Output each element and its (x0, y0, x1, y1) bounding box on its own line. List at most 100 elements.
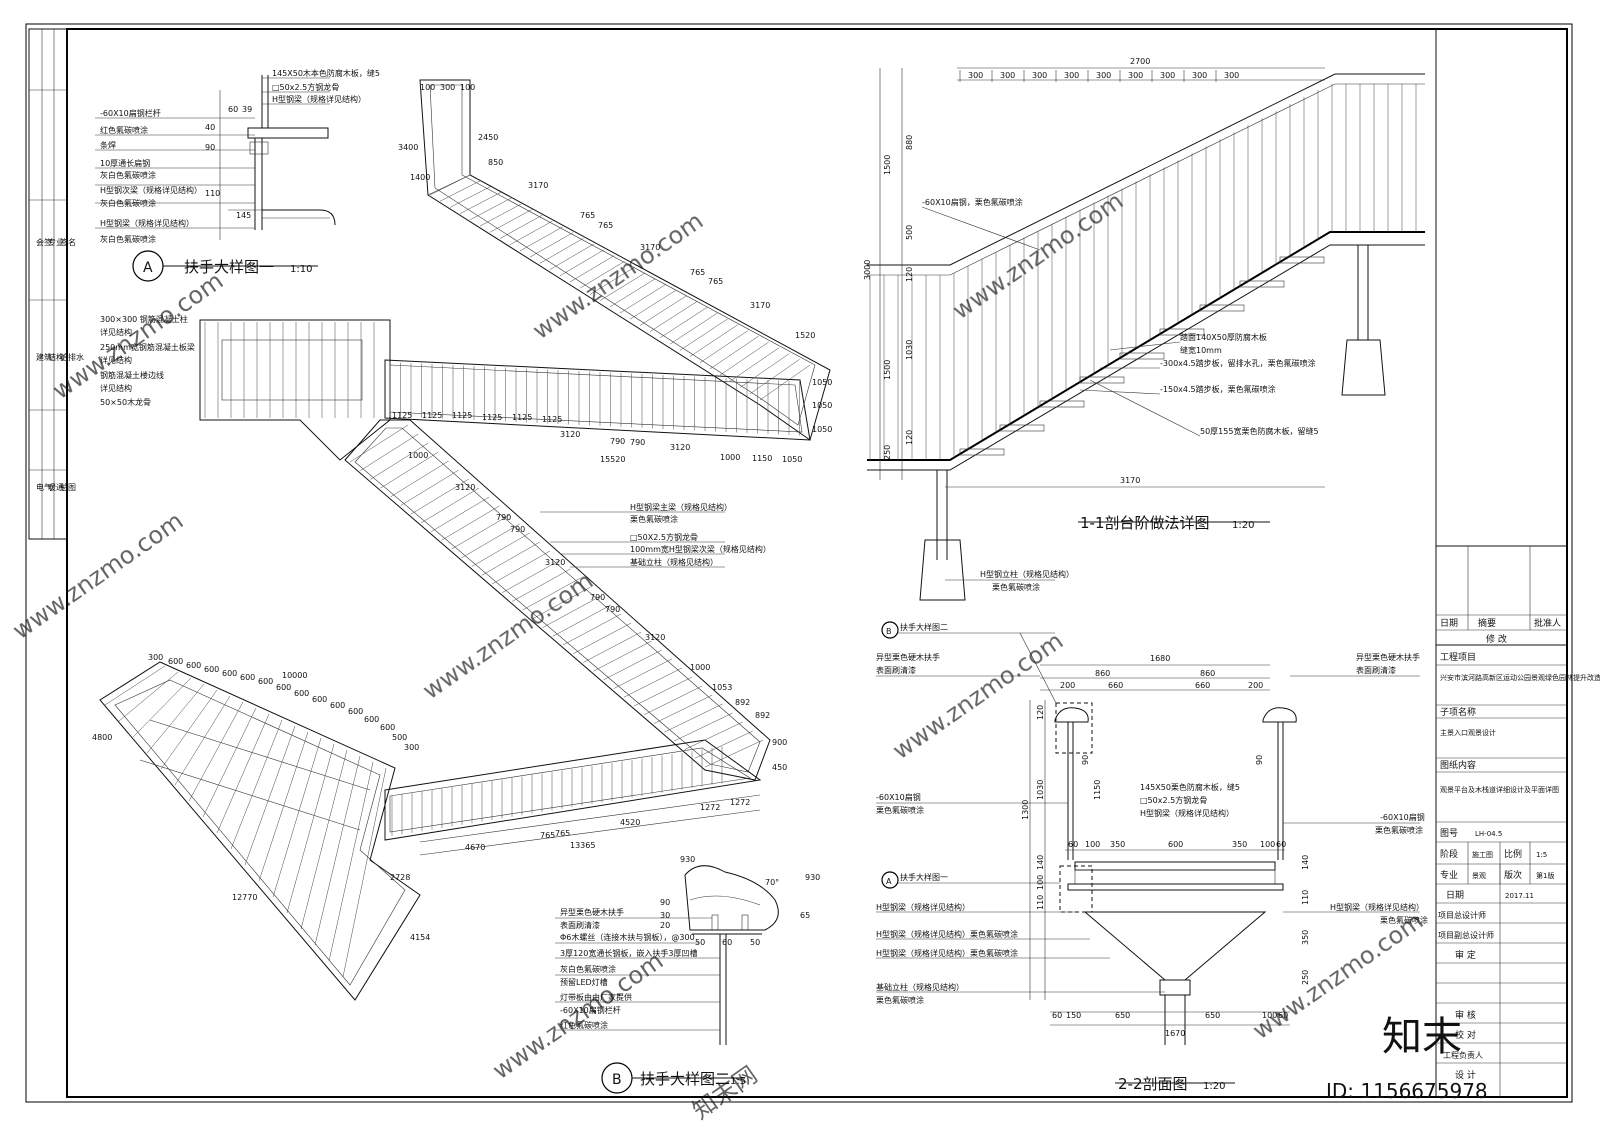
plan-joist-upper (659, 307, 708, 339)
detail-b-drawing (555, 865, 779, 1045)
plan-beam-note-3: 100mm宽H型钢梁次梁（规格见结构） (630, 544, 771, 554)
plan-joist-diagonal (370, 442, 429, 480)
watermarks: www.znzmo.com www.znzmo.com www.znzmo.co… (7, 187, 1428, 1125)
plan-joist-diagonal (380, 451, 439, 489)
plan-joist-upper (439, 180, 481, 202)
detail-b-scale: 1:5 (730, 1076, 746, 1087)
detail-b-note-6: 灯带板由由厂家提供 (560, 992, 632, 1002)
plan-joist-viewing (286, 743, 335, 914)
s11-top-step-dim: 300 (1160, 71, 1175, 80)
s11-note-4: -150x4.5踏步板，栗色氟碳喷涂 (1160, 384, 1276, 394)
s11-title: 1-1剖台阶做法详图 (1080, 514, 1210, 532)
plan-joist-upper (679, 318, 728, 351)
strip-label-7: 暖通 (48, 482, 64, 492)
s22-ldim-2: 1150 (1093, 780, 1102, 800)
detail-a-dim-3: 90 (205, 143, 215, 152)
s11-ldim-7: 250 (883, 445, 892, 460)
detail-a-note-3: 10厚通长扁钢 (100, 158, 150, 168)
s22-mid-5: 100 (1260, 840, 1275, 849)
plan-dim-bot-2: 765 (555, 829, 570, 838)
s22-bot-2: 650 (1115, 1011, 1130, 1020)
tb-scale: 1:5 (1536, 851, 1547, 859)
plan-platform-note-3: 详见结构 (100, 355, 132, 365)
strip-label-6: 电气 (36, 482, 52, 492)
tb-discipline-label: 专业 (1440, 869, 1458, 881)
detail-b-note-1: 表面刷清漆 (560, 920, 600, 930)
tb-drawing-no-label: 图号 (1440, 828, 1458, 839)
s22-lnote-3: 栗色氟碳喷涂 (876, 805, 924, 815)
s22-bot-1: 150 (1066, 1011, 1081, 1020)
s22-rnote-2: -60X10扁钢 (1380, 812, 1425, 822)
detail-b-dim-2: 50 (750, 938, 760, 947)
plan-joist-upper (569, 255, 615, 283)
plan-joist-upper (629, 289, 677, 320)
detail-b-note-7: -60X10扁钢栏杆 (560, 1005, 621, 1015)
s11-ldim-4: 3000 (863, 260, 872, 280)
tb-signoff-2: 审 定 (1455, 949, 1476, 961)
plan-dim-diag-4: 3120 (545, 558, 565, 567)
tb-date-label: 日期 (1446, 890, 1464, 901)
plan-dim-bot-6: 13365 (570, 841, 595, 850)
plan-dim-view-1: 600 (168, 657, 183, 666)
plan-walkway-diagonal (344, 419, 771, 781)
plan-platform-note-4: 钢筋混凝土楼边线 (100, 370, 164, 380)
s11-ldim-8: 120 (905, 430, 914, 445)
s22-lnote-5: H型钢梁（规格详见结构）栗色氟碳喷涂 (876, 929, 1018, 939)
plan-dim-top-17: 1050 (812, 425, 832, 434)
plan-dim-view-20: 4154 (410, 933, 430, 942)
tb-signoff-1: 项目副总设计师 (1438, 930, 1494, 940)
detail-a-note-1: 红色氟碳喷涂 (100, 125, 148, 135)
s22-bottom-total: 1670 (1165, 1029, 1185, 1038)
tb-stage: 施工图 (1472, 850, 1493, 859)
plan-dim-mid-8: 790 (630, 438, 645, 447)
plan-joist-viewing (300, 749, 348, 930)
s22-ldim-3: 120 (1036, 705, 1045, 720)
s22-lnote-6: H型钢梁（规格详见结构）栗色氟碳喷涂 (876, 948, 1018, 958)
s11-note-6: H型钢立柱（规格见结构） (980, 569, 1074, 579)
plan-dim-mid-5: 1125 (542, 415, 562, 424)
plan-joist-diagonal (532, 586, 591, 620)
plan-joist-diagonal (451, 514, 510, 550)
plan-dim-diag-11: 892 (755, 711, 770, 720)
detail-b-dim-6: 65 (800, 911, 810, 920)
s11-note-5: 50厚155宽栗色防腐木板，留缝5 (1200, 426, 1319, 436)
plan-joist-viewing (328, 761, 374, 962)
plan-dim-top-3: 3400 (398, 143, 418, 152)
s22-lnote-4: H型钢梁（规格详见结构） (876, 902, 970, 912)
plan-joist-diagonal (542, 595, 601, 628)
detail-a-title: 扶手大样图一 (184, 258, 274, 276)
detail-a: -60X10扁钢栏杆 红色氟碳喷涂 条焊 10厚通长扁钢 灰白色氟碳喷涂 H型钢… (95, 68, 380, 282)
plan-dim-diag-10: 892 (735, 698, 750, 707)
s11-top-step-dim: 300 (1224, 71, 1239, 80)
plan-dim-mid-12: 1050 (782, 455, 802, 464)
plan-joist-diagonal (360, 433, 419, 471)
s11-tread (1199, 304, 1245, 312)
s22-ldim-9: 110 (1036, 895, 1045, 910)
plan-joist-viewing (146, 683, 205, 754)
detail-b-note-8: 红色氟碳喷涂 (560, 1020, 608, 1030)
plan-platform-note-6: 50×50木龙骨 (100, 397, 151, 407)
plan-joist-diagonal (704, 739, 764, 768)
plan-dim-diag-6: 790 (605, 605, 620, 614)
plan-dim-mid-0: 1125 (392, 411, 412, 420)
detail-a-note-8: 灰白色氟碳喷涂 (100, 234, 156, 244)
s22-top-half-0: 860 (1095, 669, 1110, 678)
tb-signoff-3: 审 核 (1455, 1009, 1476, 1021)
plan-beam-note-2: □50X2.5方钢龙骨 (630, 532, 698, 542)
s11-top-step-dim: 300 (1192, 71, 1207, 80)
strip-label-8: 总图 (60, 482, 76, 492)
s22-title: 2-2剖面图 (1118, 1075, 1188, 1093)
plan-joist-diagonal (441, 505, 500, 541)
s11-note-3: -300x4.5踏步板，留排水孔，栗色氟碳喷涂 (1160, 358, 1316, 368)
s22-rnote-1: 表面刷清漆 (1356, 665, 1396, 675)
plan-dim-diag-3: 790 (510, 525, 525, 534)
s11-top-step-dim: 300 (1128, 71, 1143, 80)
detail-a-rnote-1: □50x2.5方钢龙骨 (272, 82, 339, 92)
plan-joist-upper (459, 192, 502, 214)
plan-dim-mid-4: 1125 (512, 413, 532, 422)
plan-joist-viewing (244, 725, 296, 866)
plan-dim-view-11: 600 (348, 707, 363, 716)
plan-beam-note-0: H型钢梁主梁（规格见结构） (630, 502, 732, 512)
strip-label-3: 建筑 (36, 352, 52, 362)
